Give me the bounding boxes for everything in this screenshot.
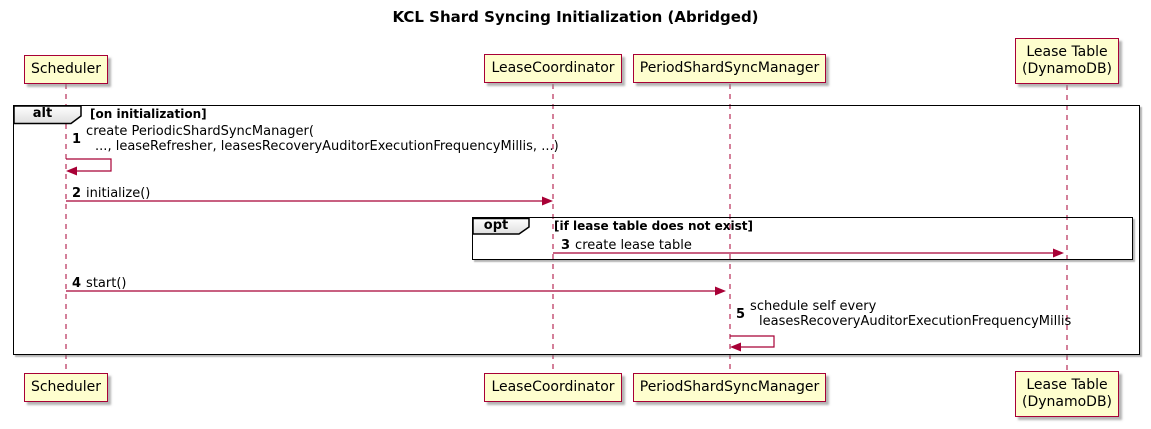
- participant-label: PeriodShardSyncManager: [639, 379, 820, 395]
- message-text-line1: create PeriodicShardSyncManager(: [86, 124, 314, 139]
- participant-period-shard-sync-manager-bottom: PeriodShardSyncManager: [633, 373, 826, 402]
- opt-frame-operator: opt: [483, 218, 509, 233]
- message-text: start(): [86, 276, 127, 291]
- message-number: 4: [72, 276, 82, 291]
- alt-frame-condition: [on initialization]: [90, 107, 207, 121]
- message-1-label: 1 create PeriodicShardSyncManager( ..., …: [72, 124, 559, 154]
- message-text: create lease table: [575, 238, 692, 253]
- message-text-line2: leasesRecoveryAuditorExecutionFrequencyM…: [759, 314, 1072, 329]
- participant-label: Scheduler: [30, 61, 102, 77]
- participant-label: Lease Table: [1026, 44, 1108, 60]
- participant-label-line2: (DynamoDB): [1021, 394, 1113, 410]
- alt-frame-operator: alt: [32, 106, 53, 121]
- participant-lease-table-bottom: Lease Table (DynamoDB): [1015, 371, 1119, 417]
- alt-frame: [13, 105, 1140, 355]
- participant-label: LeaseCoordinator: [491, 60, 615, 76]
- message-text: create PeriodicShardSyncManager( ..., le…: [86, 124, 559, 154]
- message-3-label: 3 create lease table: [561, 238, 692, 253]
- message-number: 5: [736, 306, 746, 322]
- participant-label: PeriodShardSyncManager: [639, 60, 820, 76]
- message-number: 2: [72, 186, 82, 201]
- participant-scheduler-top: Scheduler: [24, 55, 108, 84]
- message-2-label: 2 initialize(): [72, 186, 150, 201]
- message-text: initialize(): [86, 186, 151, 201]
- opt-frame: [472, 217, 1133, 260]
- participant-scheduler-bottom: Scheduler: [24, 373, 108, 402]
- participant-label: LeaseCoordinator: [491, 379, 615, 395]
- participant-lease-coordinator-bottom: LeaseCoordinator: [484, 373, 622, 402]
- participant-lease-coordinator-top: LeaseCoordinator: [484, 54, 622, 83]
- message-5-label: 5 schedule self every leasesRecoveryAudi…: [736, 299, 1071, 329]
- participant-period-shard-sync-manager-top: PeriodShardSyncManager: [633, 54, 826, 83]
- opt-frame-condition: [if lease table does not exist]: [554, 219, 754, 233]
- message-4-label: 4 start(): [72, 276, 126, 291]
- participant-label-line2: (DynamoDB): [1021, 61, 1113, 77]
- diagram-title: KCL Shard Syncing Initialization (Abridg…: [392, 8, 759, 26]
- message-text-line2: ..., leaseRefresher, leasesRecoveryAudit…: [95, 139, 559, 154]
- participant-label: Scheduler: [30, 379, 102, 395]
- message-number: 3: [561, 238, 571, 253]
- participant-label: Lease Table: [1026, 377, 1108, 393]
- message-text: schedule self every leasesRecoveryAudito…: [750, 299, 1071, 329]
- message-number: 1: [72, 131, 82, 147]
- message-text-line1: schedule self every: [750, 299, 877, 314]
- participant-lease-table-top: Lease Table (DynamoDB): [1015, 38, 1119, 84]
